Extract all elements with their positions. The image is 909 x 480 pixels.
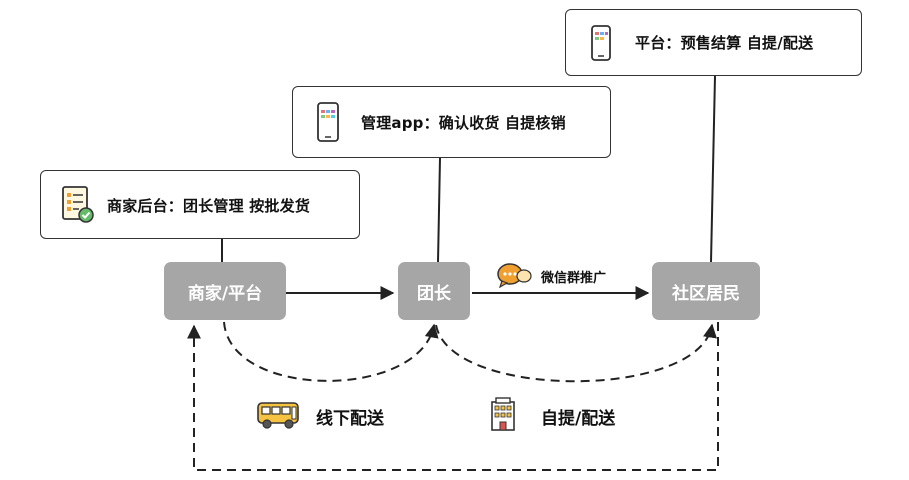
callout-merchant-backend-text: 商家后台：团长管理 按批发货 <box>107 197 311 215</box>
phone-icon <box>591 25 611 61</box>
callout-platform-settlement: 平台：预售结算 自提/配送 <box>565 9 862 76</box>
label-wechat-promotion: 微信群推广 <box>541 271 607 286</box>
label-offline-delivery: 线下配送 <box>316 409 384 429</box>
node-merchant-platform: 商家/平台 <box>164 262 286 320</box>
callout-merchant-backend: 商家后台：团长管理 按批发货 <box>40 170 360 239</box>
callout-management-app: 管理app：确认收货 自提核销 <box>292 86 611 158</box>
node-community-residents: 社区居民 <box>652 262 760 320</box>
dashed-pickup-delivery <box>435 323 717 383</box>
connector-management-app <box>437 157 441 263</box>
callout-platform-settlement-text: 平台：预售结算 自提/配送 <box>635 34 814 52</box>
connector-platform-settlement <box>710 75 716 263</box>
phone-icon <box>317 102 339 142</box>
checklist-icon <box>62 186 94 223</box>
callout-management-app-text: 管理app：确认收货 自提核销 <box>361 114 566 132</box>
dashed-return-loop <box>187 322 719 471</box>
dashed-offline-delivery <box>223 321 439 382</box>
label-pickup-delivery: 自提/配送 <box>541 409 616 429</box>
bus-icon <box>257 402 299 429</box>
building-icon <box>491 397 515 431</box>
node-group-leader: 团长 <box>398 262 470 320</box>
chat-bubble-icon <box>497 263 532 288</box>
